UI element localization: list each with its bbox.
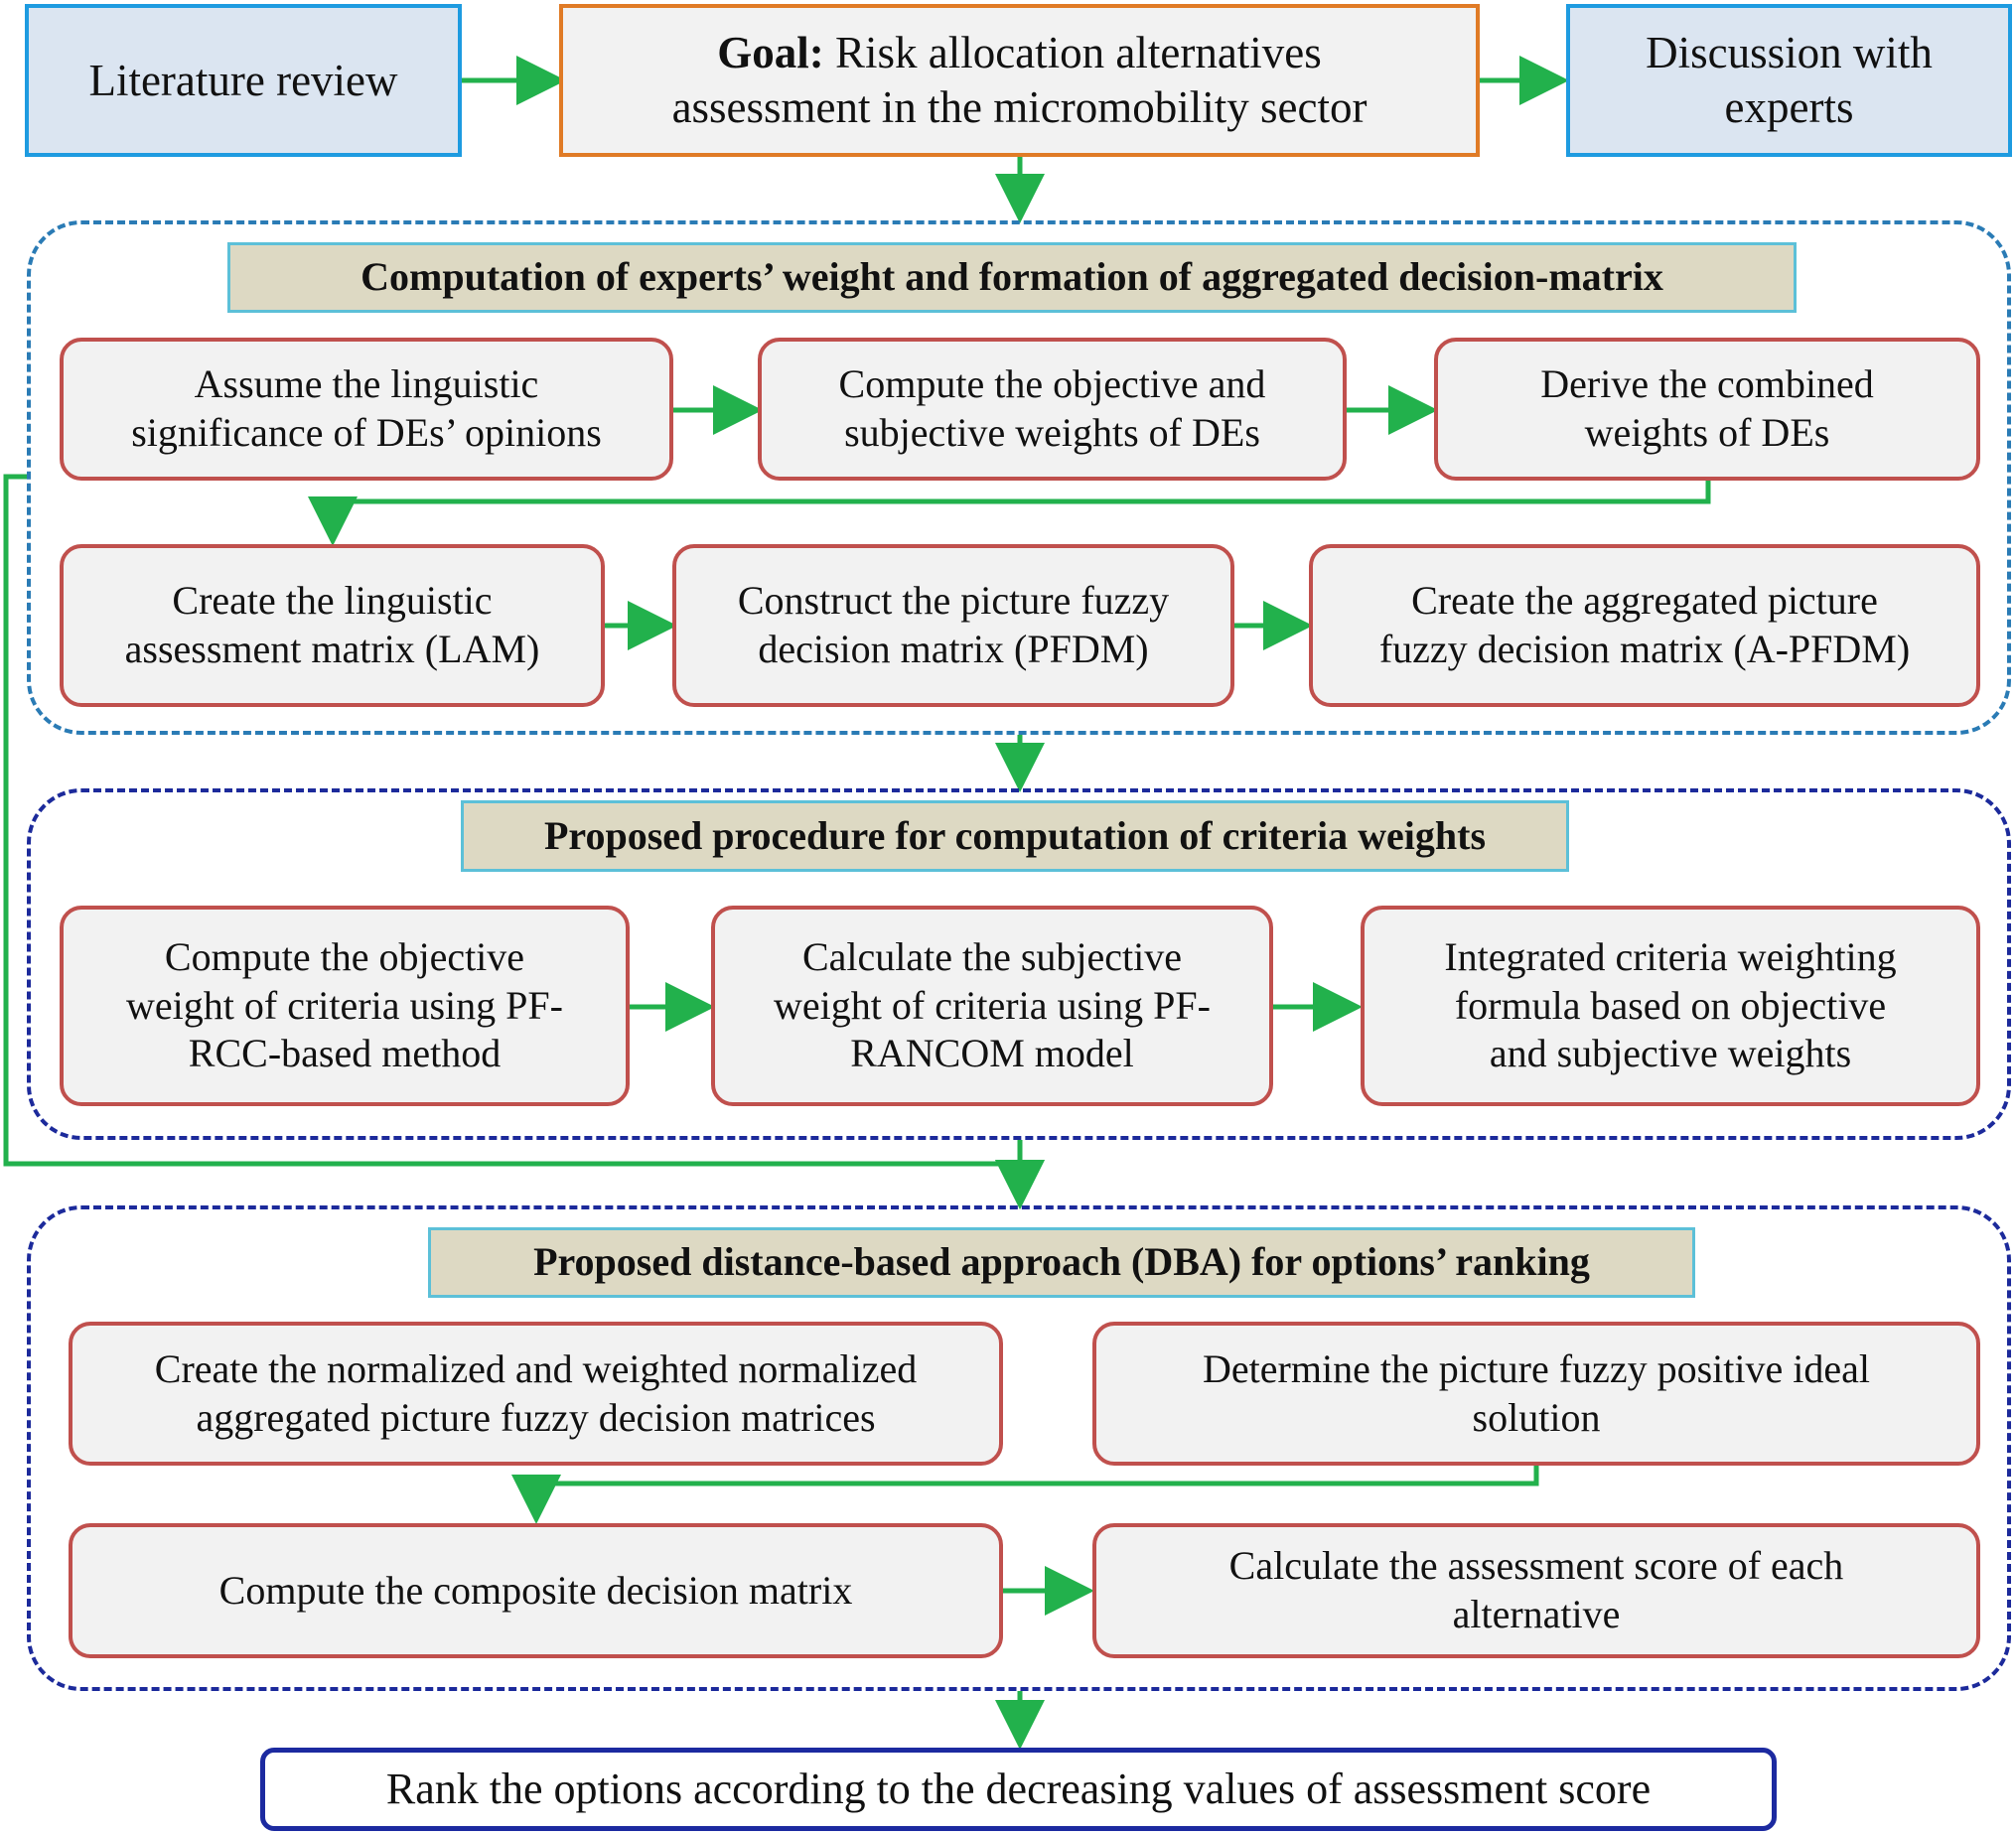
goal-box: Goal: Risk allocation alternatives asses… <box>559 4 1480 157</box>
step-objective-weight-pf-rcc: Compute the objective weight of criteria… <box>60 906 630 1106</box>
step-composite-decision-matrix: Compute the composite decision matrix <box>69 1523 1003 1658</box>
step-create-lam: Create the linguistic assessment matrix … <box>60 544 605 707</box>
goal-label: Goal: <box>717 28 824 78</box>
section-experts-weight <box>27 220 2011 735</box>
step-label: Construct the picture fuzzy decision mat… <box>737 578 1170 671</box>
final-ranking-box: Rank the options according to the decrea… <box>260 1748 1777 1831</box>
step-subjective-weight-pf-rancom: Calculate the subjective weight of crite… <box>711 906 1273 1106</box>
step-label: Compute the composite decision matrix <box>218 1567 853 1613</box>
step-label: Create the aggregated picture fuzzy deci… <box>1378 578 1911 671</box>
step-assume-linguistic-significance: Assume the linguistic significance of DE… <box>60 338 673 481</box>
step-label: Determine the picture fuzzy positive ide… <box>1203 1345 1870 1440</box>
goal-description: Risk allocation alternatives assessment … <box>671 28 1368 132</box>
literature-review-box: Literature review <box>25 4 462 157</box>
section-criteria-weights-title: Proposed procedure for computation of cr… <box>543 812 1487 858</box>
step-assessment-score: Calculate the assessment score of each a… <box>1092 1523 1980 1658</box>
section-dba-ranking-title: Proposed distance-based approach (DBA) f… <box>533 1239 1590 1285</box>
step-derive-combined-weights: Derive the combined weights of DEs <box>1434 338 1980 481</box>
section-experts-weight-header: Computation of experts’ weight and forma… <box>227 242 1797 313</box>
step-label: Compute the objective weight of criteria… <box>126 933 563 1076</box>
literature-review-label: Literature review <box>88 55 398 105</box>
step-normalized-matrices: Create the normalized and weighted norma… <box>69 1322 1003 1466</box>
arrow-s3-row1-to-row2 <box>511 1466 1539 1524</box>
section-criteria-weights <box>27 788 2011 1140</box>
section-dba-ranking <box>27 1205 2011 1691</box>
step-create-a-pfdm: Create the aggregated picture fuzzy deci… <box>1309 544 1980 707</box>
goal-text: Goal: Risk allocation alternatives asses… <box>672 26 1368 135</box>
step-positive-ideal-solution: Determine the picture fuzzy positive ide… <box>1092 1322 1980 1466</box>
discussion-label: Discussion with experts <box>1646 28 1933 132</box>
arrow-s1-row1-to-row2 <box>308 481 1711 546</box>
step-label: Create the linguistic assessment matrix … <box>124 578 540 671</box>
section-dba-ranking-header: Proposed distance-based approach (DBA) f… <box>428 1227 1695 1298</box>
discussion-box: Discussion with experts <box>1566 4 2012 157</box>
step-label: Create the normalized and weighted norma… <box>154 1345 918 1440</box>
step-construct-pfdm: Construct the picture fuzzy decision mat… <box>672 544 1234 707</box>
step-label: Integrated criteria weighting formula ba… <box>1444 933 1897 1076</box>
section-criteria-weights-header: Proposed procedure for computation of cr… <box>461 800 1569 872</box>
step-label: Assume the linguistic significance of DE… <box>131 361 602 455</box>
final-ranking-label: Rank the options according to the decrea… <box>385 1764 1652 1814</box>
step-label: Calculate the assessment score of each a… <box>1228 1543 1844 1636</box>
step-label: Calculate the subjective weight of crite… <box>774 933 1211 1076</box>
step-integrated-criteria-weighting: Integrated criteria weighting formula ba… <box>1361 906 1980 1106</box>
step-label: Derive the combined weights of DEs <box>1540 361 1874 455</box>
step-label: Compute the objective and subjective wei… <box>838 361 1266 455</box>
section-experts-weight-title: Computation of experts’ weight and forma… <box>360 254 1663 300</box>
step-compute-des-weights: Compute the objective and subjective wei… <box>758 338 1347 481</box>
